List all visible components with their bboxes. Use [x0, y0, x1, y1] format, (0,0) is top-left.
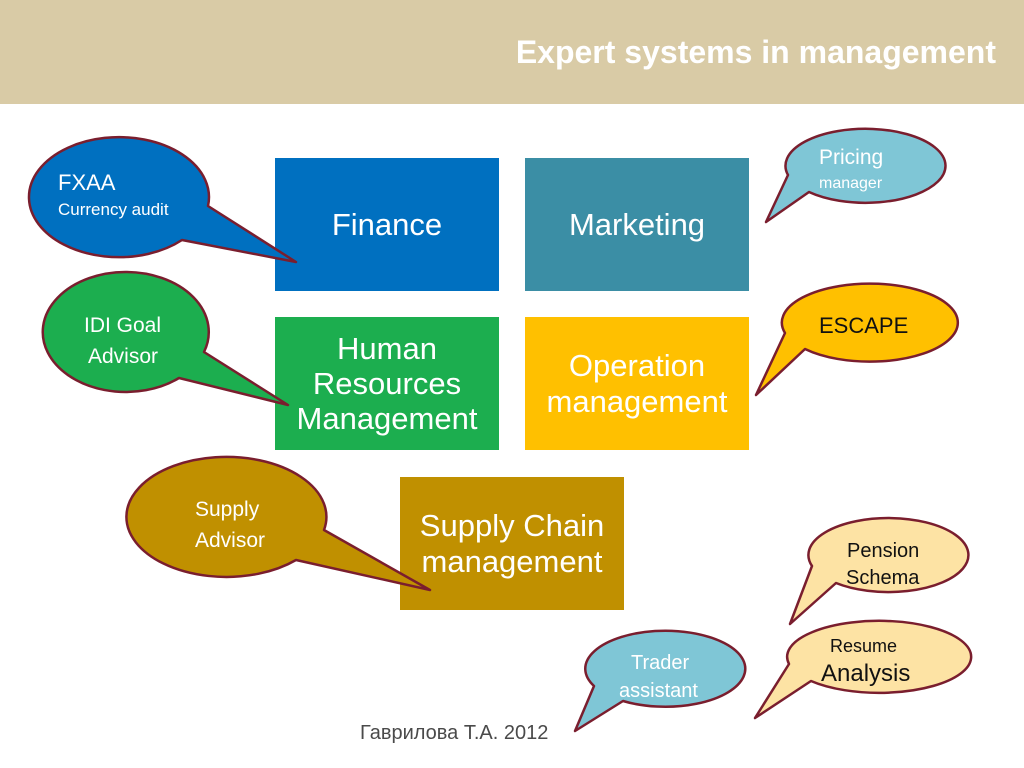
fxaa-callout-subtitle: Currency audit — [58, 200, 169, 219]
pension-callout-line2: Schema — [846, 567, 920, 589]
trader-callout-line2: assistant — [619, 680, 698, 702]
pension-callout-line1: Pension — [847, 540, 920, 562]
supply-chain-label-line1: Supply Chain — [419, 508, 605, 544]
trader-callout — [573, 629, 747, 733]
hr-label-line1: Human — [337, 330, 437, 366]
idi-callout-line2: Advisor — [88, 345, 159, 368]
marketing-label: Marketing — [568, 206, 706, 242]
title-bar — [0, 0, 1024, 104]
author-footer: Гаврилова Т.А. 2012 — [360, 722, 549, 744]
supply-chain-label-line2: management — [421, 543, 603, 579]
resume-callout-line2: Analysis — [821, 660, 911, 687]
resume-callout-line1: Resume — [830, 636, 898, 656]
escape-callout — [754, 282, 960, 397]
marketing-box: Marketing — [525, 158, 749, 291]
finance-box: Finance — [275, 158, 499, 291]
escape-callout-label: ESCAPE — [819, 313, 909, 338]
idi-callout-line1: IDI Goal — [84, 314, 162, 337]
supply-advisor-callout — [125, 455, 432, 592]
pricing-callout — [764, 127, 947, 224]
fxaa-callout — [27, 135, 298, 264]
hr-label-line3: Management — [296, 401, 478, 436]
pricing-callout-line1: Pricing — [819, 146, 884, 169]
finance-label: Finance — [331, 206, 443, 242]
trader-callout-line1: Trader — [631, 652, 690, 674]
hr-label-line2: Resources — [312, 365, 462, 401]
resume-callout — [753, 619, 973, 720]
supply-chain-box: Supply Chain management — [400, 477, 624, 610]
idi-callout — [41, 270, 290, 407]
hr-box: Human Resources Management — [275, 317, 499, 450]
slide-title: Expert systems in management — [515, 34, 996, 70]
pension-callout — [788, 516, 970, 626]
fxaa-callout-title: FXAA — [58, 170, 116, 195]
supply-advisor-line2: Advisor — [195, 529, 266, 552]
hr-label: Human Resources Management — [297, 331, 478, 436]
operation-label: Operation management — [547, 348, 728, 418]
pricing-callout-line2: manager — [819, 175, 883, 192]
supply-chain-label: Supply Chain management — [420, 508, 604, 578]
operation-box: Operation management — [525, 317, 749, 450]
operation-label-line2: management — [546, 383, 728, 419]
supply-advisor-line1: Supply — [195, 498, 260, 521]
operation-label-line1: Operation — [568, 348, 706, 384]
